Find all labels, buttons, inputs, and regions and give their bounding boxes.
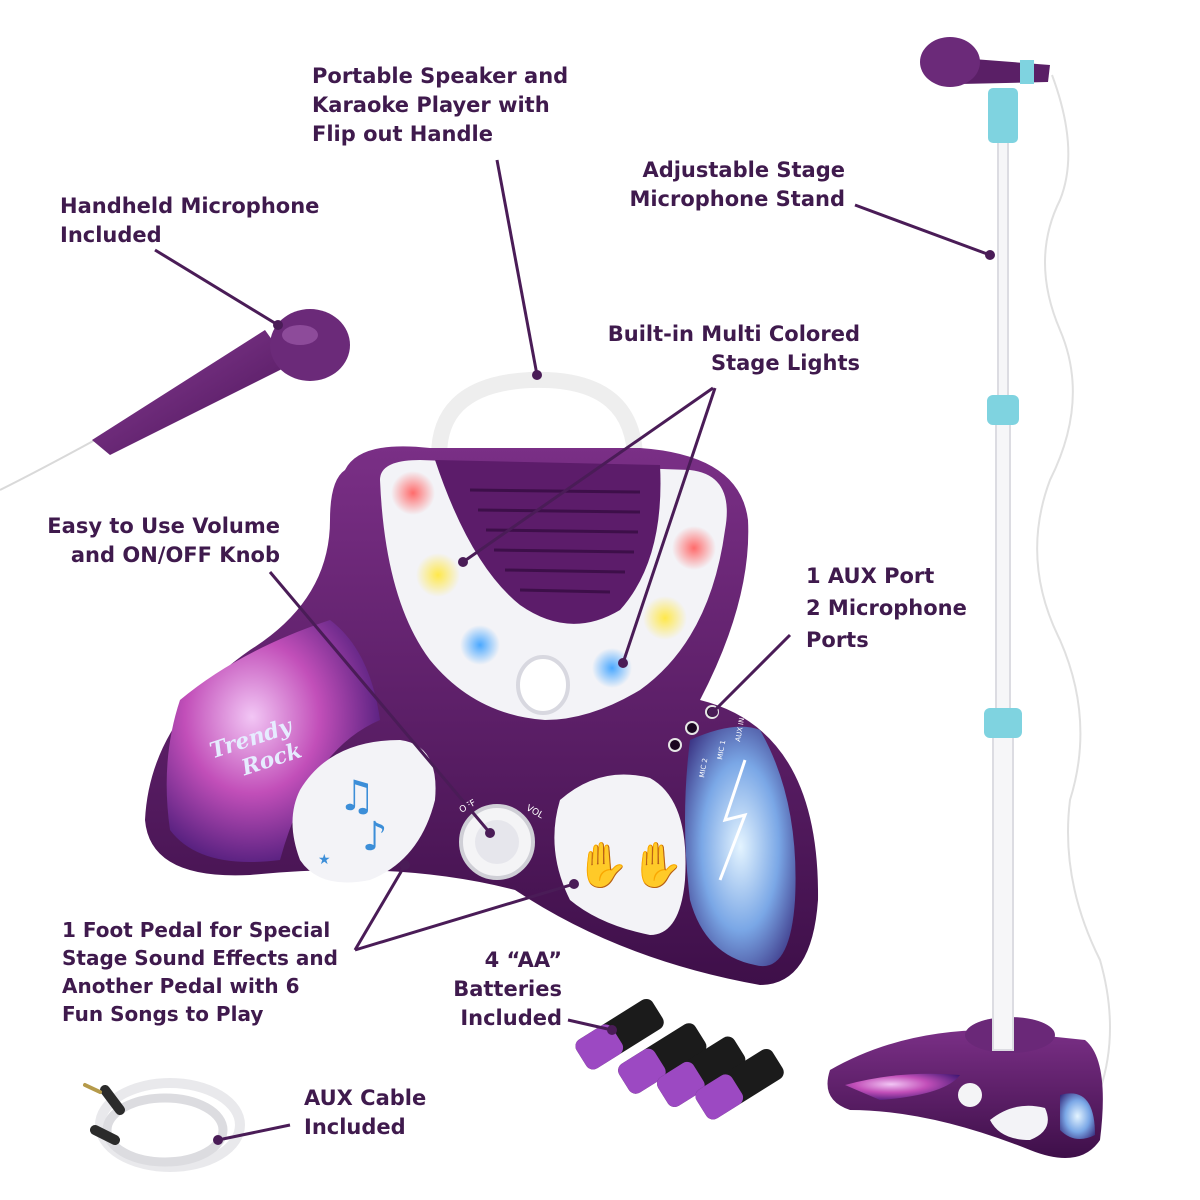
- volume-label: Easy to Use Volume and ON/OFF Knob: [40, 512, 280, 570]
- galaxy-panel-left: [166, 620, 380, 862]
- port-label-mic1: MIC 1: [716, 740, 727, 761]
- leader-pedal-left: [353, 864, 407, 951]
- songs-pedal: [292, 740, 436, 883]
- mic-cord: [0, 439, 96, 491]
- leader-volume: [268, 571, 492, 834]
- batteries-label-line3: Included: [460, 1006, 562, 1030]
- speaker-label-line2: Karaoke Player with: [312, 93, 550, 117]
- ports-label-line2: 2 Microphone: [806, 596, 967, 620]
- speaker-grille: [435, 460, 661, 624]
- pedals-label-line1: 1 Foot Pedal for Special: [62, 918, 331, 942]
- flip-out-handle: [431, 371, 644, 478]
- leader-lights-b: [621, 387, 717, 664]
- lights-label-line1: Built-in Multi Colored: [607, 322, 860, 346]
- cable-label-line2: Included: [304, 1115, 406, 1139]
- height-clamp-lower: [984, 708, 1022, 738]
- stand-cord: [1036, 74, 1111, 1091]
- stage-light-blue-right: [592, 648, 632, 688]
- lights-label-line2: Stage Lights: [710, 351, 860, 375]
- stand-pedal: [990, 1105, 1048, 1140]
- speaker-label-line3: Flip out Handle: [312, 122, 493, 146]
- leader-lights-a: [462, 386, 714, 564]
- port-label-mic2: MIC 2: [698, 758, 709, 779]
- batteries-label-line1: 4 “AA”: [484, 948, 562, 972]
- aa-batteries: [575, 998, 784, 1120]
- pedals-label: 1 Foot Pedal for Special Stage Sound Eff…: [62, 916, 338, 1028]
- music-note-icon: ♫: [338, 771, 376, 820]
- volume-knob: OFF VOL: [458, 798, 545, 880]
- lightning-graphic: [718, 759, 748, 881]
- port-panel: AUX IN MIC 1 MIC 2: [668, 705, 746, 779]
- ports-label-line3: Ports: [806, 628, 869, 652]
- mic-head: [270, 309, 350, 381]
- aux-cable: [83, 1078, 245, 1172]
- mic-holder: [516, 655, 570, 715]
- pedals-label-line2: Stage Sound Effects and: [62, 946, 338, 970]
- cable-label-line1: AUX Cable: [304, 1086, 427, 1110]
- pedals-label-line4: Fun Songs to Play: [62, 1002, 264, 1026]
- speaker-label-line1: Portable Speaker and: [312, 64, 569, 88]
- batteries-label-line2: Batteries: [453, 977, 562, 1001]
- mic-port-2: [668, 738, 682, 752]
- leader-handheld: [154, 248, 279, 327]
- height-clamp-upper: [987, 395, 1019, 425]
- leader-pedal-right: [354, 882, 575, 952]
- microphone-stand: [827, 37, 1111, 1158]
- handheld-microphone: [0, 309, 350, 491]
- mic-port-1: [685, 721, 699, 735]
- stand-label: Adjustable Stage Microphone Stand: [620, 156, 845, 214]
- karaoke-speaker: Trendy Rock ♫ ♪ ★ OFF VOL ✋✋ AUX IN MIC …: [145, 371, 819, 985]
- handheld-label-line2: Included: [60, 223, 162, 247]
- cable-label: AUX Cable Included: [304, 1084, 426, 1142]
- lights-label: Built-in Multi Colored Stage Lights: [590, 320, 860, 378]
- leader-ports: [711, 633, 792, 714]
- stage-light-red-left: [391, 471, 435, 515]
- mic-handle: [92, 330, 290, 455]
- stand-mic-head: [920, 37, 980, 87]
- ports-label: 1 AUX Port 2 Microphone Ports: [806, 560, 967, 656]
- mic-clip: [988, 88, 1018, 143]
- music-note-icon-2: ♪: [362, 814, 388, 860]
- star-icon: ★: [318, 852, 331, 868]
- stage-light-blue-left: [460, 625, 500, 665]
- batteries-label: 4 “AA” Batteries Included: [440, 946, 562, 1033]
- handheld-label: Handheld Microphone Included: [60, 192, 319, 250]
- galaxy-panel-right: [685, 726, 796, 967]
- leader-stand: [854, 203, 991, 257]
- leader-speaker: [495, 159, 539, 376]
- stand-knob: [958, 1083, 982, 1107]
- hands-icon: ✋✋: [575, 840, 685, 891]
- sound-effects-pedal: [554, 774, 686, 935]
- volume-label-line2: and ON/OFF Knob: [70, 543, 280, 567]
- stand-pole-lower: [992, 719, 1014, 1051]
- pedals-label-line3: Another Pedal with 6: [62, 974, 300, 998]
- stage-light-yellow-left: [416, 553, 460, 597]
- stand-pole-middle: [995, 409, 1011, 726]
- stand-pole-upper: [997, 134, 1009, 416]
- leader-cable: [217, 1123, 291, 1142]
- speaker-label: Portable Speaker and Karaoke Player with…: [312, 62, 568, 149]
- stand-label-line1: Adjustable Stage: [642, 158, 845, 182]
- leader-lines: [154, 159, 995, 1145]
- leader-batteries: [567, 1018, 613, 1032]
- volume-label-line1: Easy to Use Volume: [47, 514, 280, 538]
- stand-label-line2: Microphone Stand: [629, 187, 845, 211]
- stage-light-red-right: [672, 526, 716, 570]
- handheld-label-line1: Handheld Microphone: [60, 194, 320, 218]
- stage-light-yellow-right: [643, 596, 687, 640]
- ports-label-line1: 1 AUX Port: [806, 564, 935, 588]
